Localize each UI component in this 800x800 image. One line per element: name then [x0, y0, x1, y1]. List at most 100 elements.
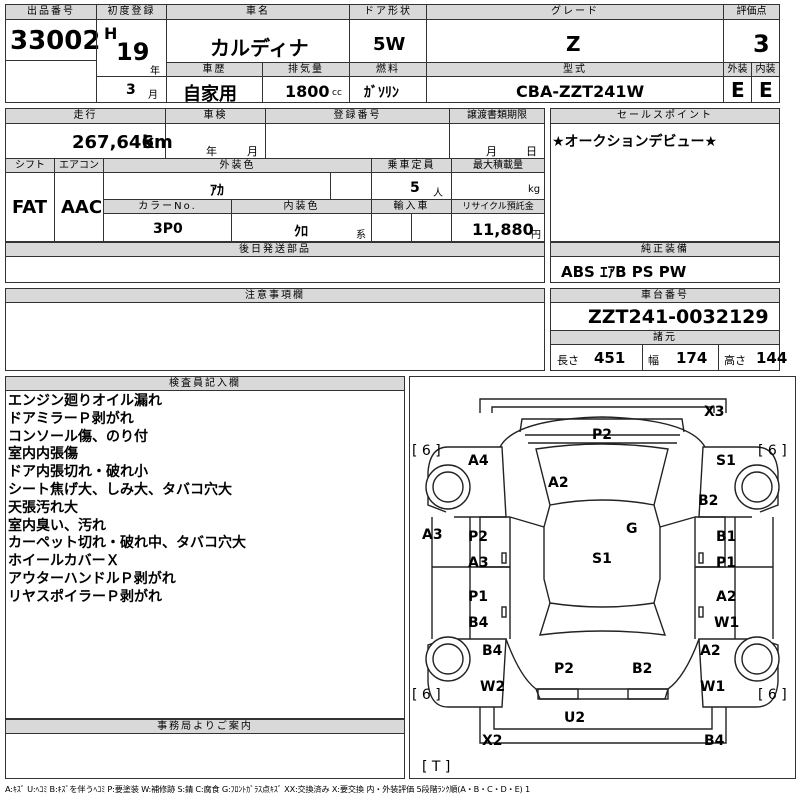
dims-header: 諸元	[551, 331, 779, 345]
load-unit: kg	[528, 184, 541, 195]
insp-year-unit: 年	[206, 145, 217, 158]
mark-p2-left: P2	[468, 529, 488, 545]
notes-header: 注意事項欄	[6, 289, 544, 303]
displacement: 1800	[285, 82, 330, 101]
inspection-header: 車検	[166, 109, 265, 124]
lot-no: 33002	[10, 26, 101, 56]
width: 174	[676, 349, 708, 367]
mark-a2-rear-right: A2	[700, 643, 721, 659]
shift-header: シフト	[6, 159, 54, 173]
mark-b2-front: B2	[698, 493, 718, 509]
car-diagram-svg: X3 P2 A4 S1 A2 B2 G A3 P2 B1 A3 S1 P1 P1…	[412, 398, 787, 775]
inspector-note: 室内内張傷	[8, 446, 78, 463]
history: 自家用	[183, 84, 237, 105]
sales-point-block	[550, 108, 780, 242]
office-header: 事務局よりご案内	[6, 720, 404, 734]
tire-fr: [ 6 ]	[758, 443, 787, 459]
door-type: 5W	[373, 34, 406, 55]
capacity: 5	[410, 180, 420, 196]
legend: A:ｷｽﾞ U:ﾍｺﾐ B:ｷｽﾞを伴うﾍｺﾐ P:要塗装 W:補修跡 S:錆 …	[5, 784, 530, 794]
inspector-note: コンソール傷、のり付	[8, 428, 148, 445]
score: 3	[753, 30, 770, 58]
mark-a3-side: A3	[422, 527, 443, 543]
inspector-note: カーペット切れ・破れ中、タバコ穴大	[8, 535, 246, 552]
color-no-header: カラーNo.	[104, 200, 231, 214]
mark-x2: X2	[482, 733, 503, 749]
car-name: カルディナ	[210, 36, 309, 60]
inspector-note: エンジン廻りオイル漏れ	[8, 393, 162, 409]
mark-g: G	[626, 521, 638, 537]
mark-p1-left: P1	[468, 589, 488, 605]
fuel-header: 燃料	[350, 63, 426, 77]
mileage-unit: km	[142, 132, 173, 153]
aircon: AAC	[61, 197, 103, 218]
height-label: 高さ	[724, 354, 746, 367]
ext-color: ｱｶ	[210, 183, 224, 199]
reg-no-header: 登録番号	[266, 109, 449, 124]
insp-month-unit: 月	[247, 145, 258, 158]
sales-point: ★オークションデビュー★	[552, 134, 718, 150]
height: 144	[756, 349, 788, 367]
fuel: ｶﾞｿﾘﾝ	[364, 85, 399, 101]
mark-a4: A4	[468, 453, 489, 469]
inspector-note: 天張汚れ大	[8, 499, 78, 516]
chassis-no: ZZT241-0032129	[588, 306, 769, 328]
inspector-notes-list: エンジン廻りオイル漏れドアミラーＰ剥がれコンソール傷、のり付室内内張傷ドア内張切…	[6, 393, 402, 713]
mark-u2: U2	[564, 710, 585, 726]
damage-diagram: X3 P2 A4 S1 A2 B2 G A3 P2 B1 A3 S1 P1 P1…	[409, 376, 796, 779]
door-header: ドア形状	[350, 5, 426, 20]
mark-w2: W2	[480, 679, 505, 695]
inspector-note: リヤスポイラーＰ剥がれ	[8, 588, 162, 605]
mark-s1-roof: S1	[592, 551, 612, 567]
inspector-block	[5, 376, 405, 719]
mileage-header: 走行	[6, 109, 165, 124]
first-reg-year: 19	[116, 38, 150, 66]
era: H	[104, 24, 118, 43]
inspector-note: アウターハンドルＰ剥がれ	[8, 571, 176, 587]
mark-b4-left: B4	[468, 615, 489, 631]
mark-x3: X3	[704, 404, 725, 420]
mark-b1-right: B1	[716, 529, 736, 545]
mark-b2-rear: B2	[632, 661, 652, 677]
length: 451	[594, 349, 626, 367]
import-header: 輸入車	[372, 200, 451, 214]
month-unit: 月	[148, 90, 158, 101]
mark-p2-rear: P2	[554, 661, 574, 677]
inspector-note: ホイールカバーＸ	[8, 553, 120, 570]
int-color: ｸﾛ	[294, 224, 308, 240]
capacity-unit: 人	[433, 188, 443, 199]
recycle-header: リサイクル預託金	[452, 200, 544, 214]
transfer-header: 譲渡書類期限	[450, 109, 544, 124]
length-label: 長さ	[557, 354, 579, 367]
color-no: 3P0	[153, 221, 183, 237]
grade: Z	[566, 32, 581, 56]
mark-w1-rear-right: W1	[700, 679, 725, 695]
equipment: ABS ｴｱB PS PW	[561, 263, 687, 281]
transfer-month-unit: 月	[486, 145, 497, 158]
mileage-block	[5, 108, 545, 242]
ext-color-header: 外装色	[104, 159, 371, 173]
ext-grade: E	[731, 78, 745, 102]
inspector-note: 室内臭い、汚れ	[8, 517, 106, 534]
first-reg-header: 初度登録	[97, 5, 166, 20]
int-header: 内装	[752, 63, 779, 77]
mark-b4-rear: B4	[704, 733, 725, 749]
width-label: 幅	[648, 354, 659, 367]
inspector-note: ドアミラーＰ剥がれ	[8, 410, 134, 427]
displacement-unit: cc	[332, 88, 342, 98]
max-load-header: 最大積載量	[452, 159, 544, 173]
inspector-note: ドア内張切れ・破れ小	[8, 464, 148, 481]
mark-w1-right: W1	[714, 615, 739, 631]
first-reg-month: 3	[126, 82, 136, 98]
transfer-day-unit: 日	[526, 145, 537, 158]
mark-b4-rear-left: B4	[482, 643, 503, 659]
int-grade: E	[759, 78, 773, 102]
mark-p2-hood: P2	[592, 427, 612, 443]
mark-a3-left: A3	[468, 555, 489, 571]
recycle: 11,880	[472, 220, 534, 239]
displacement-header: 排気量	[263, 63, 349, 77]
grade-header: グレード	[427, 5, 723, 20]
chassis-header: 車台番号	[551, 289, 779, 303]
inspector-header: 検査員記入欄	[6, 377, 404, 391]
tire-rr: [ 6 ]	[758, 687, 787, 703]
